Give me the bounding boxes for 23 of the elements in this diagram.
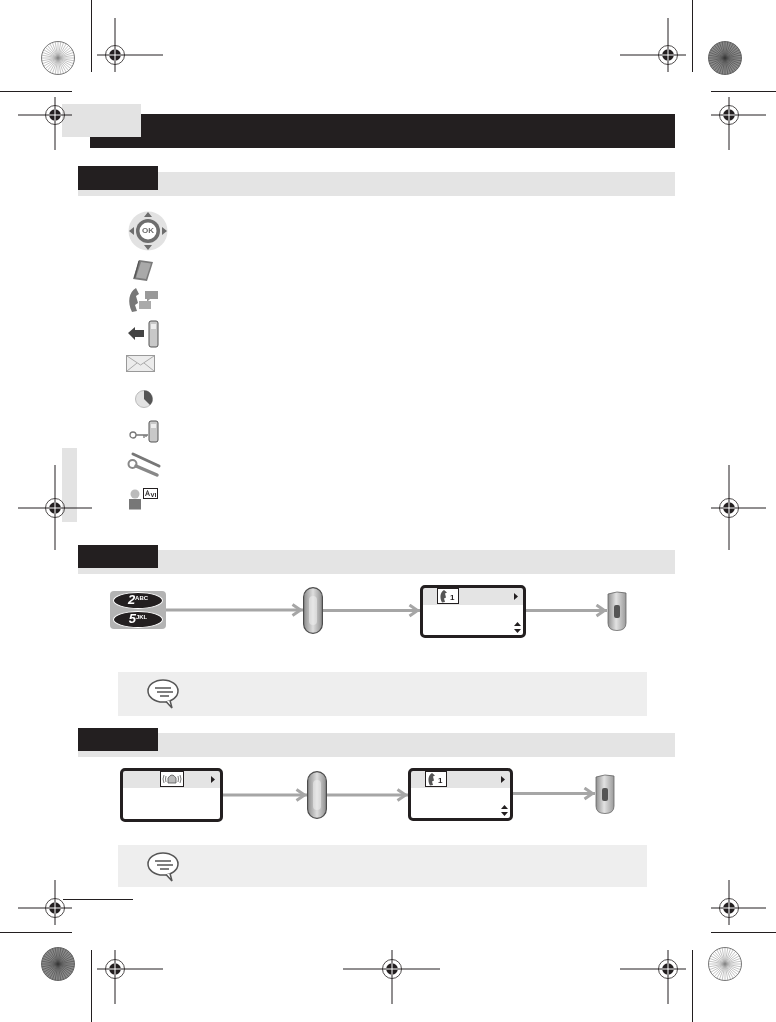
phone-screen	[120, 768, 223, 822]
oval-key	[303, 587, 323, 634]
thumb-tab	[62, 448, 77, 522]
keypad-key: 5$^{JKL}$	[113, 611, 163, 628]
oval-key	[307, 771, 327, 819]
section-band	[78, 728, 675, 757]
side-key	[595, 773, 615, 814]
arrow	[526, 603, 607, 618]
keypad-picture	[110, 591, 166, 629]
line-number: 1	[438, 775, 444, 786]
section-band	[78, 166, 675, 196]
section-band	[78, 545, 675, 574]
arrow	[223, 788, 307, 802]
phone-screen	[420, 585, 526, 638]
arrow	[166, 603, 303, 617]
keypad-key: 2$^{ABC}$	[113, 592, 163, 609]
arrow	[323, 603, 420, 618]
phone-screen	[408, 768, 513, 821]
arrow	[327, 788, 408, 802]
key-legend: OK	[138, 226, 158, 236]
line-number: 1	[450, 592, 456, 603]
arrow	[513, 786, 595, 801]
side-key	[607, 590, 627, 631]
